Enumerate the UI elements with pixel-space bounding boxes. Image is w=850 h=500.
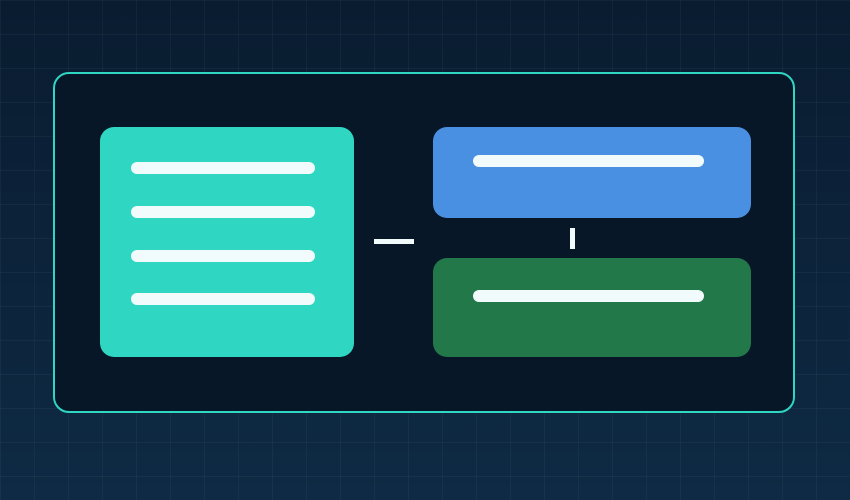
top-content-card [433, 127, 751, 218]
vertical-connector [570, 228, 575, 249]
main-content-card [100, 127, 354, 357]
placeholder-text-line [131, 250, 315, 262]
bottom-content-card [433, 258, 751, 357]
placeholder-text-line [131, 162, 315, 174]
horizontal-connector [374, 239, 414, 244]
placeholder-text-line [473, 290, 704, 302]
placeholder-text-line [473, 155, 704, 167]
placeholder-text-line [131, 206, 315, 218]
placeholder-text-line [131, 293, 315, 305]
